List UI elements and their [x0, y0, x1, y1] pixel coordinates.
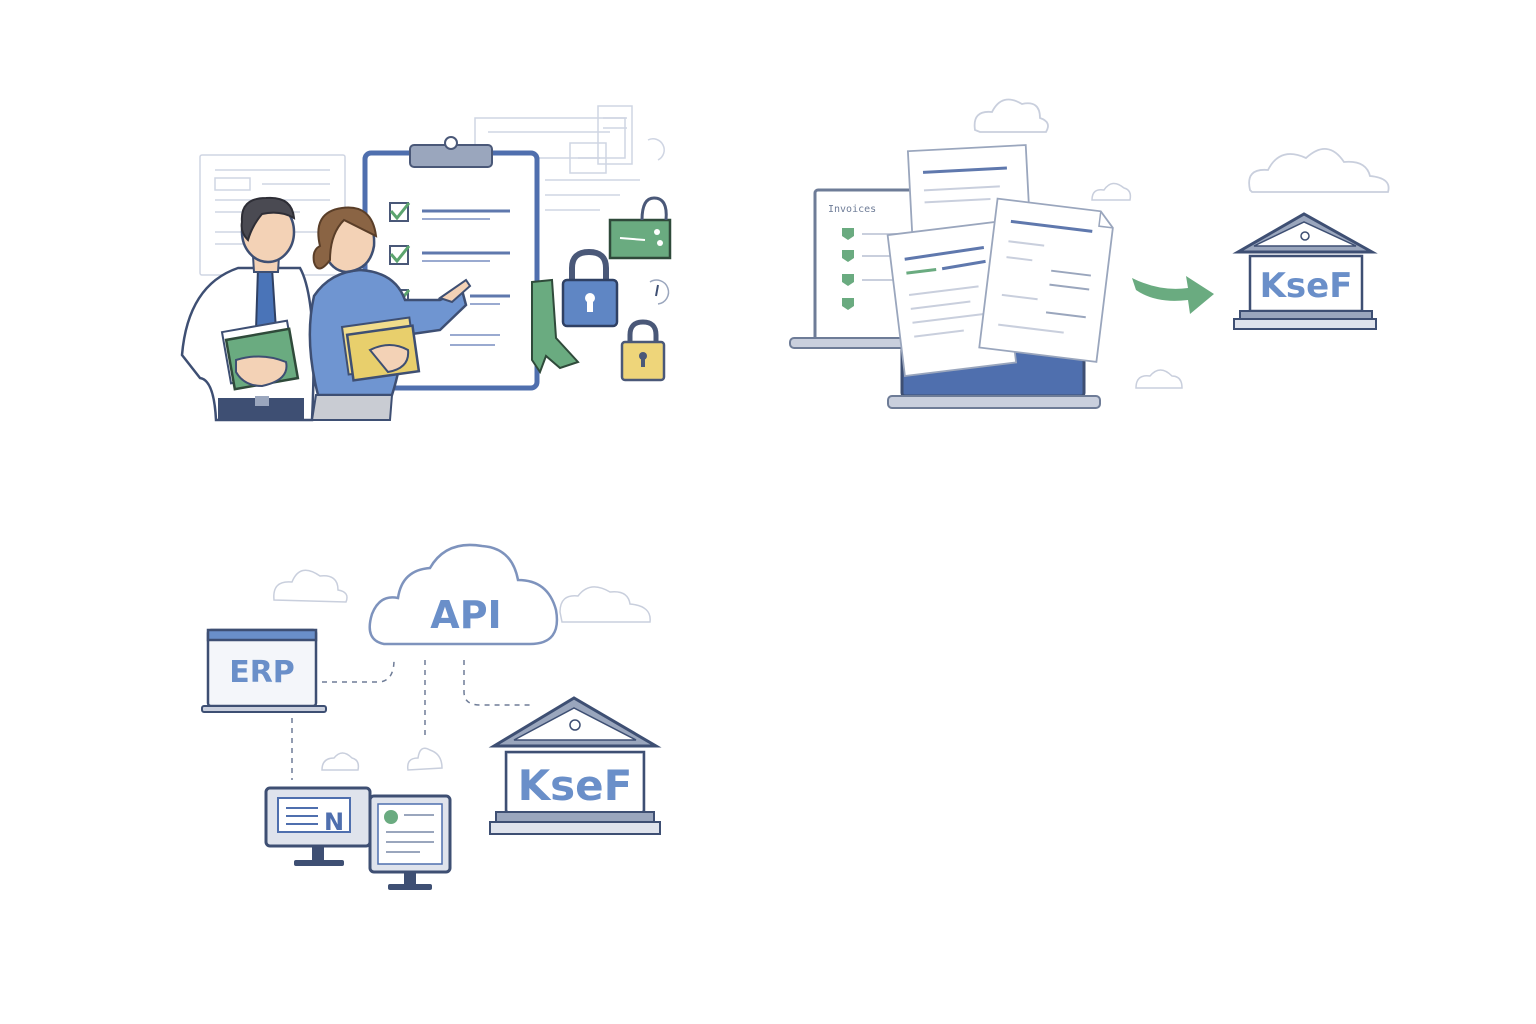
document-stack: [886, 144, 1114, 378]
cloud-icon: [321, 752, 360, 771]
cloud-icon: [973, 98, 1049, 133]
upload-illustration: Invoices: [789, 98, 1390, 409]
green-tag-icon: [608, 196, 672, 260]
cloud-icon: [1091, 182, 1132, 201]
ksef-label: KseF: [518, 761, 633, 810]
checkmark-icon: [389, 245, 411, 264]
monitor-icon: N: [264, 786, 372, 866]
ksef-building-icon: KseF: [1232, 212, 1378, 330]
erp-label: ERP: [229, 655, 295, 690]
pointing-hand: [437, 278, 472, 304]
checkmark-icon: [389, 202, 411, 221]
blue-padlock-icon: [561, 248, 619, 328]
woman-figure: [308, 206, 472, 421]
ksef-label: KseF: [1260, 266, 1353, 306]
arrow-right-icon: [1132, 276, 1214, 314]
laptop-window-title: Invoices: [828, 204, 876, 215]
cloud-icon: [273, 569, 348, 603]
cloud-icon: [559, 586, 651, 623]
connectors: [291, 659, 530, 780]
cloud-icon: [1135, 369, 1183, 389]
green-ribbon-icon: [531, 278, 580, 375]
clock-icon: [649, 279, 670, 305]
document: [978, 197, 1114, 363]
security-elements: [531, 196, 672, 382]
integration-illustration: API ERP N: [201, 543, 662, 890]
ksef-building-icon: KseF: [488, 696, 662, 835]
cloud-icon: [1248, 148, 1390, 193]
man-figure: [180, 196, 315, 422]
api-cloud-icon: API: [368, 543, 559, 646]
api-label: API: [430, 593, 501, 637]
cloud-icon: [406, 747, 443, 771]
monitor-icon: [368, 794, 452, 890]
erp-laptop-icon: ERP: [201, 628, 327, 713]
yellow-padlock-icon: [620, 319, 666, 382]
compliance-illustration: [180, 105, 672, 422]
monitor-badge: N: [324, 808, 344, 836]
